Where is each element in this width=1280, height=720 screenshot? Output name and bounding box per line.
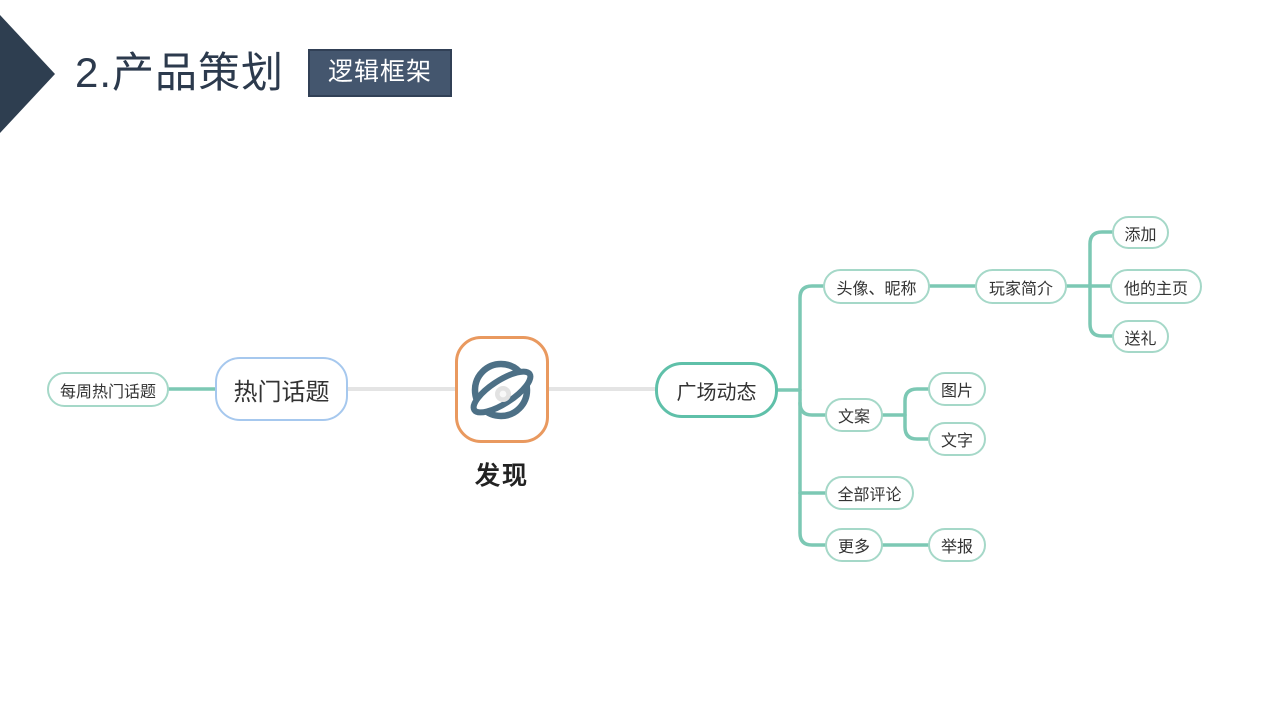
node-send-gift: 送礼 xyxy=(1112,320,1169,353)
node-weekly-hot-topic: 每周热门话题 xyxy=(47,372,169,407)
connector-profile-subtrunk xyxy=(1088,230,1116,338)
slide-header: 2.产品策划 逻辑框架 xyxy=(75,48,453,98)
discover-planet-icon xyxy=(470,360,534,419)
node-text: 文字 xyxy=(928,422,986,456)
connector-trunk-to-copy xyxy=(798,401,829,417)
node-copywriting: 文案 xyxy=(825,398,883,432)
node-his-homepage: 他的主页 xyxy=(1110,269,1202,304)
corner-diamond-accent xyxy=(0,15,55,133)
connector-copy-subtrunk xyxy=(903,387,932,441)
node-hot-topic: 热门话题 xyxy=(215,357,348,421)
node-player-profile: 玩家简介 xyxy=(975,269,1067,304)
node-add: 添加 xyxy=(1112,216,1169,249)
center-node-label: 发现 xyxy=(474,462,529,490)
section-badge: 逻辑框架 xyxy=(308,49,453,97)
mindmap-center-node xyxy=(455,336,549,443)
node-avatar-nickname: 头像、昵称 xyxy=(823,269,930,304)
node-report: 举报 xyxy=(928,528,986,562)
node-all-comments: 全部评论 xyxy=(825,476,914,510)
node-picture: 图片 xyxy=(928,372,986,406)
connector-right-trunk xyxy=(798,284,829,547)
page-title: 2.产品策划 xyxy=(75,49,285,96)
node-more: 更多 xyxy=(825,528,883,562)
node-plaza-updates: 广场动态 xyxy=(655,362,778,418)
